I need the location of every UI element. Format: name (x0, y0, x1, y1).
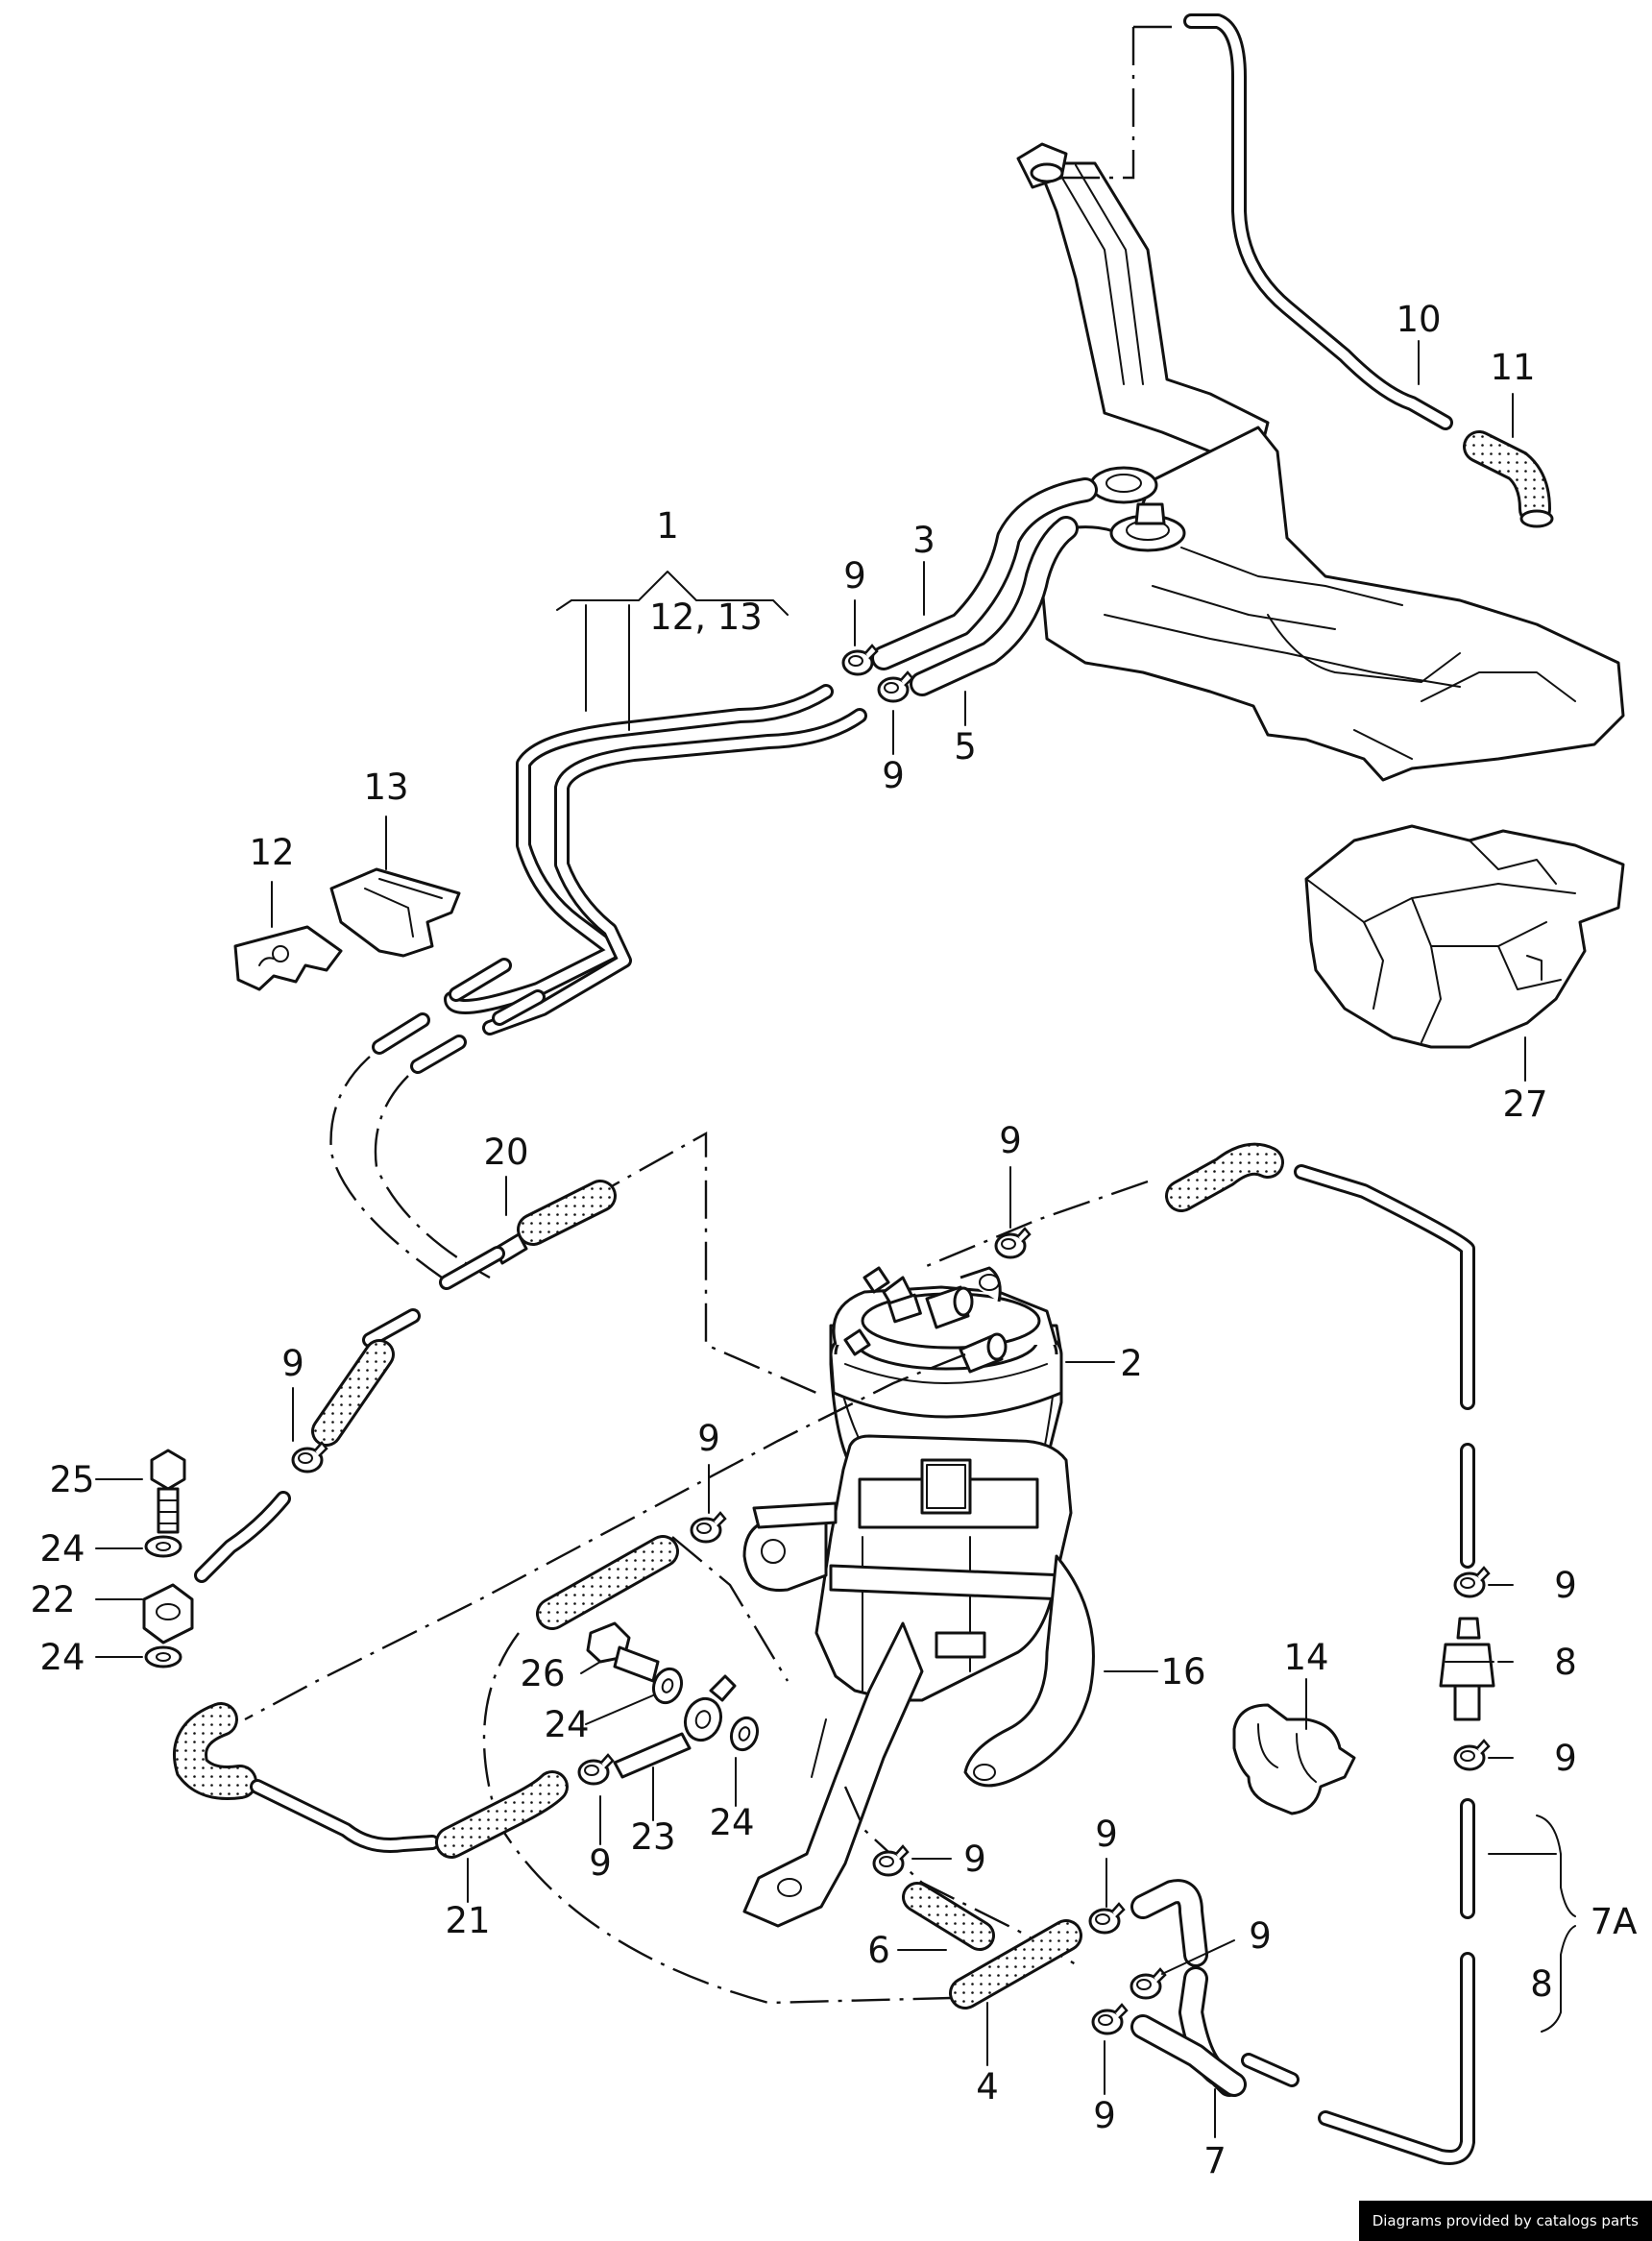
callout-10: 10 (1396, 299, 1441, 340)
hose-21 (173, 1702, 569, 1859)
hose-clamp-9b (877, 670, 914, 703)
callout-21: 21 (445, 1900, 490, 1941)
hose-clamp-9i (872, 1844, 910, 1877)
elbow-pipe-7 (1130, 1879, 1300, 2097)
return-hose-5 (910, 516, 1079, 696)
banjo-fitting-23 (613, 1674, 737, 1779)
return-line-dashline (585, 1131, 817, 1395)
callout-8b: 8 (1530, 1963, 1553, 2005)
hose-clamp-9e (1453, 1566, 1491, 1598)
callout-9e: 9 (697, 1418, 720, 1459)
callout-9d: 9 (281, 1343, 304, 1384)
hose-clamp-9a (841, 644, 879, 676)
bracket-27 (1304, 824, 1625, 1049)
callout-14: 14 (1283, 1637, 1328, 1678)
fuel-tank (1016, 142, 1625, 782)
callout-7: 7 (1203, 2140, 1227, 2181)
supply-hose-3 (871, 477, 1098, 670)
callout-20: 20 (483, 1132, 528, 1173)
return-hose-right (1165, 1142, 1475, 2165)
bolt-26 (586, 1621, 660, 1683)
callout-13: 13 (363, 767, 408, 808)
callout-9b: 9 (882, 755, 905, 796)
callout-24a: 24 (39, 1528, 85, 1570)
callout-1: 1 (656, 505, 679, 547)
pipe-holder-13 (329, 867, 461, 958)
filter-supply-dashline (921, 1180, 1149, 1270)
lower-loop-dashline (482, 1632, 952, 2005)
pump-dashline (671, 1536, 790, 1682)
hose-6 (902, 1882, 995, 1951)
line1-dashline-a (329, 1056, 443, 1279)
vent-hose-10 (1183, 13, 1453, 430)
hose-clamp-9d (994, 1227, 1032, 1259)
callout-12-13: 12, 13 (649, 597, 763, 638)
callout-9j: 9 (1095, 1814, 1118, 1855)
hose-clamp-9f (1453, 1739, 1491, 1771)
elbow-hose-11 (1463, 430, 1554, 528)
diagram-credit: Diagrams provided by catalogs parts (1358, 2201, 1652, 2241)
fuel-filter-2 (829, 1266, 1063, 1510)
hose-20 (439, 1180, 617, 1290)
callout-9a: 9 (843, 555, 866, 597)
washer-24-mid (651, 1667, 684, 1705)
callout-4: 4 (976, 2066, 999, 2107)
hose-clamp-9k (1130, 1967, 1167, 2000)
callout-26: 26 (520, 1653, 565, 1694)
callout-9c: 9 (999, 1120, 1022, 1161)
callout-8a: 8 (1554, 1642, 1577, 1683)
callout-9g: 9 (1554, 1738, 1577, 1779)
callout-24b: 24 (39, 1637, 85, 1678)
line1-dashline-b (374, 1075, 491, 1279)
callout-9f: 9 (1554, 1565, 1577, 1606)
washer-24-lower (144, 1645, 182, 1669)
hose-4 (949, 1919, 1082, 2010)
callout-25: 25 (49, 1459, 94, 1500)
callout-labels: 1 12, 13 3 5 9 9 10 11 12 13 27 20 9 2 9… (30, 299, 1637, 2181)
leader-lines (95, 340, 1576, 2138)
bolt-25 (150, 1449, 186, 1534)
washer-24-right (729, 1716, 760, 1752)
callout-11: 11 (1490, 347, 1535, 388)
hose-clamp-9j (1088, 1902, 1126, 1935)
hose-clamp-9g (577, 1753, 615, 1786)
fuel-pipes-1 (372, 684, 867, 1074)
callout-27: 27 (1502, 1084, 1547, 1125)
callout-7a: 7A (1591, 1901, 1638, 1942)
callout-3: 3 (912, 520, 935, 561)
filter-bracket-16 (742, 1434, 1095, 1928)
callout-24d: 24 (709, 1802, 754, 1843)
callout-16: 16 (1160, 1651, 1205, 1693)
check-valve-8 (1439, 1617, 1495, 1721)
callout-22: 22 (30, 1579, 75, 1620)
hose-clamp-9l (1091, 2003, 1129, 2035)
washer-24-upper (144, 1535, 182, 1558)
callout-2: 2 (1120, 1343, 1143, 1384)
hose-clip-14 (1232, 1703, 1356, 1815)
vent-routing-dashline (1057, 27, 1135, 180)
callout-9l: 9 (1093, 2095, 1116, 2136)
filter-return-dashline (244, 1352, 966, 1721)
callout-9h: 9 (589, 1842, 612, 1884)
pipe-clip-12 (233, 925, 343, 991)
hose-clamp-9h (690, 1511, 727, 1544)
callout-6: 6 (867, 1930, 890, 1971)
callout-5: 5 (954, 726, 977, 767)
callout-9i: 9 (963, 1839, 986, 1880)
callout-12: 12 (249, 832, 294, 873)
hose-clamp-9c (291, 1441, 328, 1474)
callout-9k: 9 (1249, 1915, 1272, 1957)
callout-24c: 24 (544, 1704, 589, 1745)
banjo-union-22 (142, 1583, 194, 1644)
callout-23: 23 (630, 1816, 675, 1858)
feed-pipe-22 (194, 1308, 421, 1583)
short-hose-filter (536, 1535, 679, 1630)
